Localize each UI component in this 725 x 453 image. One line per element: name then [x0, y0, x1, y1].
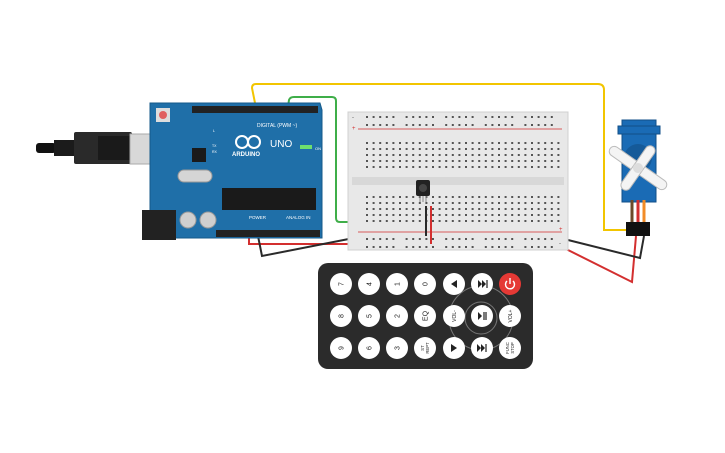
power-icon	[504, 278, 516, 290]
remote-key-label: 9	[338, 346, 345, 350]
rx-label: RX	[212, 150, 218, 154]
remote-button-3[interactable]: 3	[386, 337, 408, 359]
remote-button-vol-[interactable]: VOL-	[443, 305, 465, 327]
remote-button-4[interactable]: 4	[358, 273, 380, 295]
remote-button-down[interactable]	[443, 337, 465, 359]
remote-key-label: STOP	[510, 342, 515, 354]
rail-plus-top: +	[352, 126, 356, 132]
on-label: ON	[315, 146, 321, 151]
arduino-model: UNO	[270, 139, 292, 150]
rail-minus-top: -	[352, 115, 354, 121]
remote-key-label: EQ	[422, 310, 429, 321]
skip-next-icon	[478, 280, 488, 288]
remote-button-5[interactable]: 5	[358, 305, 380, 327]
power-label: POWER	[249, 215, 267, 220]
arduino-logo-icon	[235, 135, 261, 149]
power-analog-header	[216, 230, 320, 237]
rail-minus-bottom: -	[559, 241, 561, 247]
black-wire-gnd	[257, 235, 365, 258]
breadboard: + - + -	[347, 111, 569, 251]
rail-plus-bottom: +	[559, 227, 563, 233]
remote-key-label: 6	[366, 346, 373, 350]
remote-key-label: 2	[394, 314, 401, 318]
remote-button-eq[interactable]: EQ	[414, 305, 436, 327]
servo-connector	[626, 222, 650, 236]
tx-label: TX	[212, 144, 217, 148]
green-wire	[286, 96, 417, 223]
remote-key-label: ST	[420, 345, 425, 351]
digital-header	[192, 106, 318, 113]
yellow-wire	[250, 83, 632, 231]
remote-button-play[interactable]	[471, 305, 493, 327]
wires	[248, 83, 645, 284]
remote-button-0[interactable]: 0	[414, 273, 436, 295]
ir-receiver[interactable]	[416, 180, 430, 202]
left-triangle-icon	[451, 280, 457, 288]
servo-motor[interactable]	[595, 119, 681, 236]
play-pause-icon	[478, 312, 487, 320]
servo-horn-icon	[608, 145, 668, 191]
l-label: L	[213, 129, 215, 133]
right-triangle-icon	[451, 344, 457, 352]
remote-key-label: 3	[394, 346, 401, 350]
remote-button-6[interactable]: 6	[358, 337, 380, 359]
black-wire-servo	[551, 235, 645, 260]
digital-label: DIGITAL (PWM ~)	[257, 123, 297, 129]
analog-label: ANALOG IN	[286, 215, 311, 220]
remote-button-power[interactable]	[499, 273, 521, 295]
remote-key-label: VOL+	[508, 309, 514, 322]
remote-button-prev[interactable]	[443, 273, 465, 295]
remote-button-8[interactable]: 8	[330, 305, 352, 327]
red-wire-servo	[551, 235, 637, 284]
atmega-chip	[222, 188, 316, 210]
remote-button-next[interactable]	[471, 273, 493, 295]
arduino-brand: ARDUINO	[232, 152, 260, 158]
remote-key-label: 8	[338, 314, 345, 318]
remote-button-1[interactable]: 1	[386, 273, 408, 295]
remote-key-label: 5	[366, 314, 373, 318]
remote-button-9[interactable]: 9	[330, 337, 352, 359]
remote-button-2[interactable]: 2	[386, 305, 408, 327]
remote-button-rewind[interactable]	[471, 337, 493, 359]
breadboard-holes	[366, 116, 560, 248]
remote-key-label: REPT	[425, 342, 430, 354]
remote-key-label: VOL-	[452, 310, 458, 322]
remote-key-label: FUNC	[505, 342, 510, 354]
remote-button-7[interactable]: 7	[330, 273, 352, 295]
remote-key-label: 0	[422, 282, 429, 286]
power-jack	[142, 210, 176, 240]
fast-forward-icon	[477, 344, 487, 352]
remote-key-label: 7	[338, 282, 345, 286]
remote-key-label: 1	[394, 282, 401, 286]
remote-button-vol-[interactable]: VOL+	[499, 305, 521, 327]
remote-key-label: 4	[366, 282, 373, 286]
arduino-uno-board[interactable]: ARDUINO UNO DIGITAL (PWM ~) POWER ANALOG…	[142, 102, 323, 240]
